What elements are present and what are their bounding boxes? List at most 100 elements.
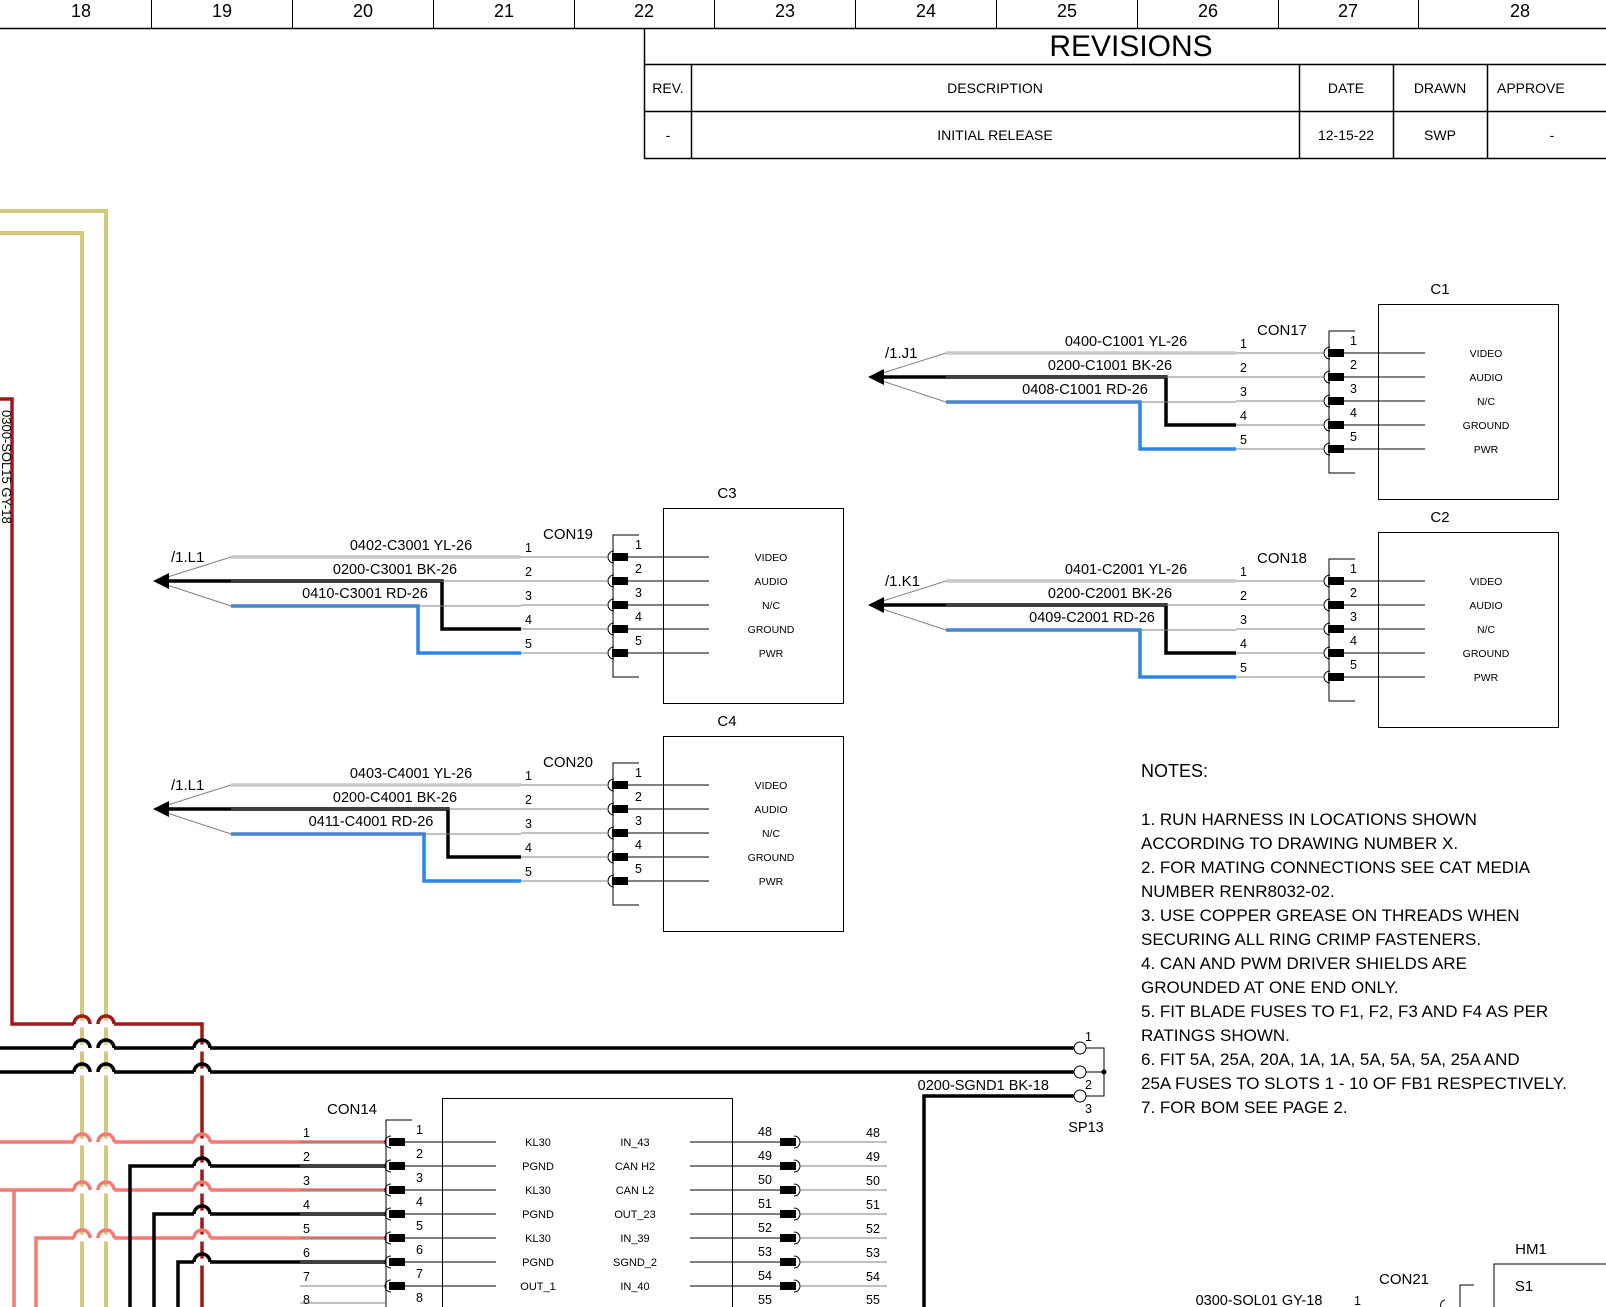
mate-pin: 5 [1240, 661, 1247, 675]
connector-pin: 5 [1350, 658, 1357, 672]
note-line: ACCORDING TO DRAWING NUMBER X. [1141, 834, 1458, 853]
connector-name: CON14 [327, 1101, 377, 1118]
note-line: 6. FIT 5A, 25A, 20A, 1A, 1A, 5A, 5A, 5A,… [1141, 1050, 1520, 1069]
harness-arrow [868, 597, 884, 613]
note-line: 2. FOR MATING CONNECTIONS SEE CAT MEDIA [1141, 858, 1531, 877]
rev-header: REV. [652, 80, 683, 96]
signal-label: GROUND [1463, 648, 1510, 660]
mate-pin: 8 [303, 1293, 310, 1307]
connector-c4: C4 CON20 /1.L1 0403-C4001 YL-26 0200-C40… [153, 713, 844, 932]
connector-c3: C3 CON19 /1.L1 0402-C3001 YL-26 0200-C30… [153, 485, 844, 704]
date-header: DATE [1328, 80, 1364, 96]
connector-pin: 3 [1350, 610, 1357, 624]
drawn-header: DRAWN [1414, 80, 1466, 96]
connector-c1: C1 CON17 /1.J1 0400-C1001 YL-26 0200-C10… [868, 281, 1559, 500]
harness-arrow [153, 573, 169, 589]
drawn-cell: SWP [1424, 127, 1456, 143]
wire-label: 0410-C3001 RD-26 [302, 586, 428, 602]
signal-label: KL30 [525, 1185, 551, 1197]
connector-pin: 3 [416, 1171, 423, 1185]
connector-pin: 49 [758, 1149, 772, 1163]
mate-pin: 6 [303, 1246, 310, 1260]
connector-pin: 1 [635, 538, 642, 552]
wire-label: 0402-C3001 YL-26 [350, 538, 472, 554]
zone-label: 26 [1198, 1, 1218, 21]
connector-pin: 5 [635, 634, 642, 648]
note-line: NUMBER RENR8032-02. [1141, 882, 1335, 901]
black-wire [176, 1260, 385, 1307]
signal-label: N/C [1477, 396, 1496, 408]
mate-pin: 4 [1240, 637, 1247, 651]
signal-label: OUT_23 [614, 1209, 656, 1221]
note-line: GROUNDED AT ONE END ONLY. [1141, 978, 1399, 997]
connector-pin: 3 [1350, 382, 1357, 396]
harness-ref: /1.K1 [885, 573, 920, 590]
rev-cell: - [666, 127, 671, 143]
zone-label: 22 [634, 1, 654, 21]
splice-wire-label: 0200-SGND1 BK-18 [918, 1078, 1049, 1094]
splice-pin: 3 [1085, 1102, 1092, 1116]
signal-label: IN_40 [620, 1281, 649, 1293]
mate-pin: 2 [1240, 361, 1247, 375]
connector-pin: 54 [758, 1269, 772, 1283]
mate-pin: 5 [525, 637, 532, 651]
notes-title: NOTES: [1141, 761, 1208, 781]
connector-pin: 53 [758, 1245, 772, 1259]
signal-label: CAN H2 [615, 1161, 655, 1173]
mate-pin: 3 [1240, 613, 1247, 627]
connector-pin: 4 [416, 1195, 423, 1209]
mate-name: CON21 [1379, 1271, 1429, 1288]
connector-hm1: HM1 S1 CON21 0300-SOL01 GY-18 1 [1196, 1241, 1606, 1307]
signal-label: SGND_2 [613, 1257, 657, 1269]
mate-pin: 4 [525, 841, 532, 855]
signal-label: IN_43 [620, 1137, 649, 1149]
mate-name: CON17 [1257, 322, 1307, 339]
connector-name: C3 [717, 485, 736, 502]
mate-pin: 1 [1240, 565, 1247, 579]
mate-pin: 1 [525, 541, 532, 555]
pink-wire [34, 1236, 385, 1307]
signal-label: IN_39 [620, 1233, 649, 1245]
connector-pin: 2 [635, 790, 642, 804]
mate-pin: 7 [303, 1270, 310, 1284]
signal-label: KL30 [525, 1137, 551, 1149]
mate-pin: 2 [525, 793, 532, 807]
mate-pin: 4 [1240, 409, 1247, 423]
mate-pin: 51 [866, 1198, 880, 1212]
connector-pin: 52 [758, 1221, 772, 1235]
connector-pin: 5 [416, 1219, 423, 1233]
connector-pin: 48 [758, 1125, 772, 1139]
mate-pin: 3 [525, 589, 532, 603]
mate-pin: 1 [1240, 337, 1247, 351]
signal-label: VIDEO [755, 552, 788, 564]
connector-pin: 2 [1350, 358, 1357, 372]
signal-label: PGND [522, 1257, 554, 1269]
description-cell: INITIAL RELEASE [937, 127, 1052, 143]
harness-arrow [153, 801, 169, 817]
harness-ref: /1.L1 [171, 777, 204, 794]
black-wire [922, 1094, 1081, 1307]
connector-pin: 2 [416, 1147, 423, 1161]
signal-label: AUDIO [754, 576, 787, 588]
note-line: SECURING ALL RING CRIMP FASTENERS. [1141, 930, 1481, 949]
connector-pin: 4 [635, 838, 642, 852]
splice-pin: 2 [1085, 1078, 1092, 1092]
connector-name: C2 [1430, 509, 1449, 526]
harness-ref: /1.L1 [171, 549, 204, 566]
mate-pin: 49 [866, 1150, 880, 1164]
signal-label: GROUND [748, 852, 795, 864]
mate-pin: 53 [866, 1246, 880, 1260]
mate-pin: 2 [303, 1150, 310, 1164]
zone-label: 28 [1510, 1, 1530, 21]
mate-name: CON19 [543, 526, 593, 543]
connector-pin: 51 [758, 1197, 772, 1211]
splice-sp13: 1 2 3 0200-SGND1 BK-18 SP13 [918, 1030, 1107, 1136]
mate-pin: 5 [303, 1222, 310, 1236]
connector-con14: CON14 1 2 3 4 5 6 7 8 1 2 3 4 5 6 7 8 KL… [300, 1098, 887, 1307]
connector-c2: C2 CON18 /1.K1 0401-C2001 YL-26 0200-C20… [868, 509, 1559, 728]
connector-pin: 7 [416, 1267, 423, 1281]
wire-label: 0411-C4001 RD-26 [309, 814, 434, 830]
wire-label: 0400-C1001 YL-26 [1065, 334, 1187, 350]
mate-pin: 3 [303, 1174, 310, 1188]
signal-label: AUDIO [754, 804, 787, 816]
